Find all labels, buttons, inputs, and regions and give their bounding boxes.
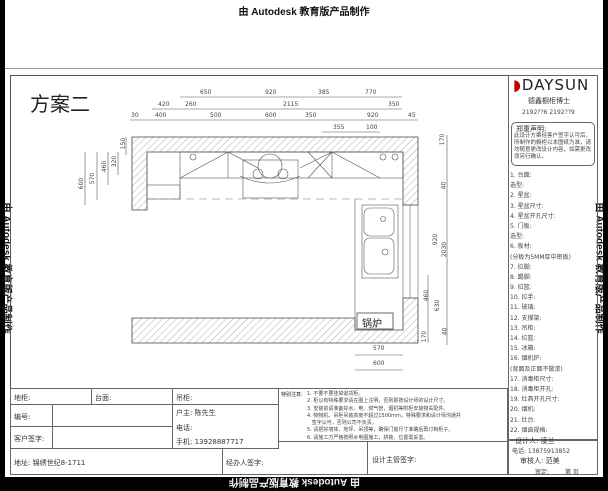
notes-label: 特别注意:	[281, 391, 303, 398]
spec-item: 20. 烟机:	[510, 404, 571, 414]
base-cabinet-label: 地柜:	[14, 393, 30, 403]
note-item: 3. 安装前请准备好水、电、燃气管，烟机等附柜安装物关配件。	[307, 405, 461, 412]
spec-list: 1. 台面: 选型:2. 星盆:3. 星盆尺寸:4. 星盆开孔尺寸:5. 门板:…	[510, 170, 571, 435]
spec-item: 7. 拉脚:	[510, 262, 571, 272]
note-item: 6. 请施工方严格按照水电图施工，拼装、位置需妥善。	[307, 434, 461, 441]
spec-item: 6. 板材:	[510, 241, 571, 251]
spec-item: 22. 烟囱规格:	[510, 425, 571, 435]
spec-item: 14. 拉篮:	[510, 333, 571, 343]
spec-item: 3. 星盆尺寸:	[510, 201, 571, 211]
window	[403, 205, 418, 298]
spec-item: 5. 门板:	[510, 221, 571, 231]
address: 地址: 锦绣世纪8-1711	[14, 458, 85, 468]
phone: 电话:	[176, 423, 192, 433]
brand-name: 德鑫橱柜博士	[528, 96, 570, 106]
spec-item: 17. 消毒柜尺寸:	[510, 374, 571, 384]
spec-item: 1. 台面:	[510, 170, 571, 180]
spec-item: 4. 星盆开孔尺寸:	[510, 211, 571, 221]
spec-item: 21. 灶台:	[510, 415, 571, 425]
spec-item: (分板为5MM厚中密板)	[510, 252, 571, 262]
spec-item: 8. 踢脚:	[510, 272, 571, 282]
spec-item: 19. 灶具开孔尺寸:	[510, 394, 571, 404]
note-item: 5. 请把好墙体、地坪、吊顶等，确保门窗尺寸准确后再订制柜子。	[307, 426, 461, 433]
cell	[52, 426, 173, 449]
designer-phone: 电话: 13875913852	[512, 446, 570, 455]
cell	[52, 404, 173, 427]
agent-sign-label: 经办人签字:	[226, 458, 263, 468]
logo-mark: ◗	[513, 76, 522, 94]
sink	[362, 205, 398, 278]
brand-phones: 2192??6 2192??9	[522, 109, 575, 116]
designer: 设计人: 凌兰	[515, 436, 555, 446]
wall-cabinet-label: 吊柜:	[176, 393, 192, 403]
spec-item: 13. 吊柜:	[510, 323, 571, 333]
walls	[132, 137, 418, 343]
spec-item: (背面及正面不做漆)	[510, 364, 571, 374]
spec-item: 10. 拉手:	[510, 292, 571, 302]
spec-item: 选型:	[510, 180, 571, 190]
note-item: 签字认可，否则公司不负责。	[307, 419, 461, 426]
reviewer: 审核人: 范美	[520, 456, 560, 466]
client-sign-label: 客户签字:	[14, 434, 44, 444]
page-number: 第 页	[565, 467, 579, 476]
spec-item: 2. 星盆:	[510, 190, 571, 200]
owner: 户主: 陈先生	[176, 408, 216, 418]
supervisor-sign-label: 设计主管签字:	[372, 455, 416, 465]
notice-body: 此设计方案经客户签字认可后，所制作的橱柜以本图纸为准，请勿随意更改设计内容，如需…	[514, 133, 594, 161]
logo-text: DAYSUN	[522, 76, 589, 94]
number-label: 编号:	[14, 412, 30, 422]
note-item: 2. 柜以有特殊要求请在图上注明，否则即按设计师的设计尺寸。	[307, 397, 461, 404]
notes-list: 1. 不要不要挂掉退货柜。2. 柜以有特殊要求请在图上注明，否则即按设计师的设计…	[307, 390, 461, 441]
countertop-label: 台面:	[95, 393, 111, 403]
approve: 审定:	[535, 467, 549, 476]
spec-item: 11. 玻璃:	[510, 302, 571, 312]
note-item: 4. 物物机、吊柜吊装高度不超过1500mm，特殊要求和设计师沟通并	[307, 412, 461, 419]
spec-item: 12. 支撑架:	[510, 313, 571, 323]
cell	[278, 441, 368, 475]
boiler-label: 锅炉	[362, 315, 382, 330]
note-item: 1. 不要不要挂掉退货柜。	[307, 390, 461, 397]
spec-item: 18. 消毒柜开孔:	[510, 384, 571, 394]
spec-item: 16. 烟机炉:	[510, 353, 571, 363]
spec-item: 选型:	[510, 231, 571, 241]
spec-item: 9. 拉篮:	[510, 282, 571, 292]
mobile: 手机: 13928887717	[176, 437, 244, 447]
spec-item: 15. 冰箱:	[510, 343, 571, 353]
brand-logo: ◗DAYSUN	[513, 76, 589, 94]
